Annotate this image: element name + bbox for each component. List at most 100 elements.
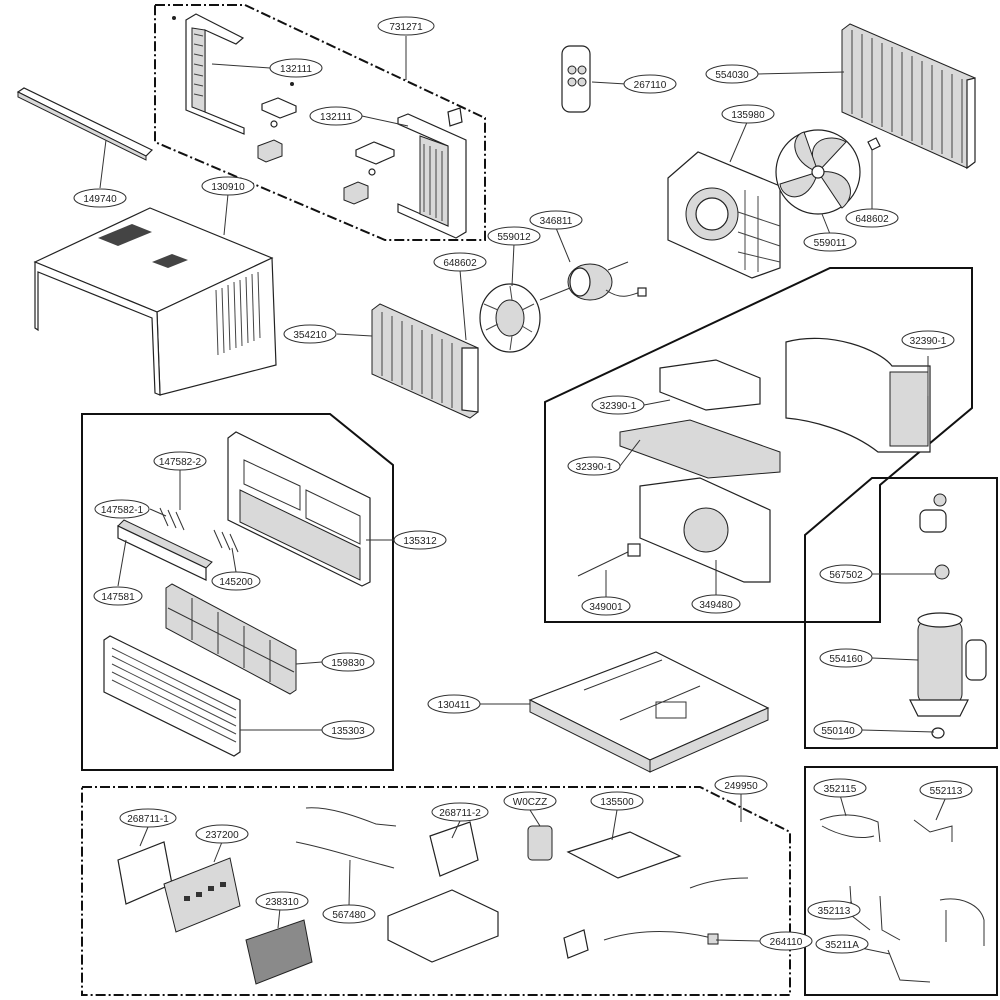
part-label-264110: 264110: [759, 931, 813, 951]
part-number: W0CZZ: [513, 797, 547, 808]
part-number: 731271: [389, 22, 423, 33]
side-curtain-group-outline: [154, 4, 486, 241]
part-label-559012: 559012: [487, 226, 541, 246]
part-number: 346811: [540, 216, 573, 227]
part-number: 268711-2: [439, 808, 481, 819]
part-number: 135980: [731, 110, 765, 121]
part-number: 32390-1: [576, 462, 613, 473]
part-label-349001: 349001: [581, 596, 631, 616]
part-number: 567502: [829, 570, 863, 581]
part-label-550140: 550140: [813, 720, 863, 740]
part-number: 554030: [715, 70, 749, 81]
part-label-554030: 554030: [705, 64, 759, 84]
part-label-349480: 349480: [691, 594, 741, 614]
part-label-132111-b: 132111: [309, 106, 363, 126]
part-number: 349480: [699, 600, 733, 611]
part-label-149740: 149740: [73, 188, 127, 208]
part-number: 354210: [293, 330, 327, 341]
part-label-567502: 567502: [819, 564, 873, 584]
part-label-132111-a: 132111: [269, 58, 323, 78]
part-number: 32390-1: [910, 336, 947, 347]
part-number: 145200: [219, 577, 253, 588]
part-number: 648602: [855, 214, 889, 225]
louvers: [117, 507, 239, 581]
part-label-552113: 552113: [919, 780, 973, 800]
part-number: 132111: [280, 64, 312, 75]
part-number: 559011: [814, 238, 847, 249]
part-number: 238310: [265, 897, 299, 908]
part-number: 147582-1: [101, 505, 144, 516]
part-label-267110: 267110: [623, 74, 677, 94]
part-label-32390-a: 32390-1: [901, 330, 955, 350]
part-label-648602-b: 648602: [845, 208, 899, 228]
part-label-135312: 135312: [393, 530, 447, 550]
curtain-brackets: [172, 16, 463, 205]
part-number: 237200: [205, 830, 239, 841]
part-label-145200: 145200: [211, 571, 261, 591]
part-number: 159830: [331, 658, 365, 669]
part-number: 32390-1: [600, 401, 637, 412]
part-label-346811: 346811: [529, 210, 583, 230]
part-label-147581: 147581: [93, 586, 143, 606]
part-number: 554160: [829, 654, 863, 665]
inlet-grille: [103, 635, 241, 757]
air-filter: [165, 583, 297, 695]
part-label-567480: 567480: [322, 904, 376, 924]
part-number: 264110: [770, 937, 803, 948]
part-label-32390-b: 32390-1: [591, 395, 645, 415]
part-label-135303: 135303: [321, 720, 375, 740]
part-label-731271: 731271: [377, 16, 435, 36]
side-curtain-right: [397, 113, 467, 239]
front-grille-group-outline: [81, 413, 394, 771]
fan-motor: [539, 261, 647, 301]
part-number: 550140: [821, 726, 855, 737]
front-frame: [227, 431, 371, 587]
top-rail: [16, 87, 154, 161]
part-number: 352115: [824, 784, 857, 795]
part-number: 132111: [320, 112, 352, 123]
part-label-130910: 130910: [201, 176, 255, 196]
part-number: 352113: [818, 906, 851, 917]
side-curtain-left: [185, 13, 245, 135]
part-number: 552113: [930, 786, 963, 797]
compressor-group-outline: [804, 477, 998, 749]
part-label-268711-b: 268711-2: [431, 802, 489, 822]
part-number: 567480: [332, 910, 366, 921]
part-label-249950: 249950: [714, 775, 768, 795]
part-label-352113: 352113: [807, 900, 861, 920]
axial-fan: [775, 129, 881, 215]
control-parts: [117, 807, 749, 985]
air-guide-parts: [577, 337, 931, 583]
part-number: 130411: [438, 700, 471, 711]
part-number: 349001: [589, 602, 623, 613]
control-box-group-outline: [81, 786, 791, 996]
part-number: 249950: [724, 781, 758, 792]
part-number: 135500: [600, 797, 634, 808]
blower-wheel: [479, 283, 541, 353]
fan-shroud: [667, 151, 781, 279]
compressor: [909, 493, 987, 739]
part-label-147582-b: 147582-1: [94, 499, 150, 519]
remote-control: [561, 45, 591, 113]
part-label-238310: 238310: [255, 891, 309, 911]
part-label-268711-a: 268711-1: [119, 808, 177, 828]
part-label-237200: 237200: [195, 824, 249, 844]
part-number: 130910: [211, 182, 245, 193]
part-number: 559012: [497, 232, 531, 243]
part-number: 35211A: [825, 940, 859, 951]
part-number: 149740: [83, 194, 117, 205]
part-label-352115: 352115: [813, 778, 867, 798]
part-label-554160: 554160: [819, 648, 873, 668]
part-labels: 731271 132111 132111 149740 130910 26711…: [73, 16, 973, 954]
evaporator-coil: [371, 303, 479, 419]
base-pan: [528, 651, 770, 773]
part-label-159830: 159830: [321, 652, 375, 672]
part-label-W0CZZ: W0CZZ: [503, 791, 557, 811]
part-number: 135303: [331, 726, 365, 737]
part-label-135500: 135500: [590, 791, 644, 811]
part-label-32390-c: 32390-1: [567, 456, 621, 476]
part-label-35211A: 35211A: [815, 934, 869, 954]
refrigerant-tubes: [819, 814, 985, 983]
